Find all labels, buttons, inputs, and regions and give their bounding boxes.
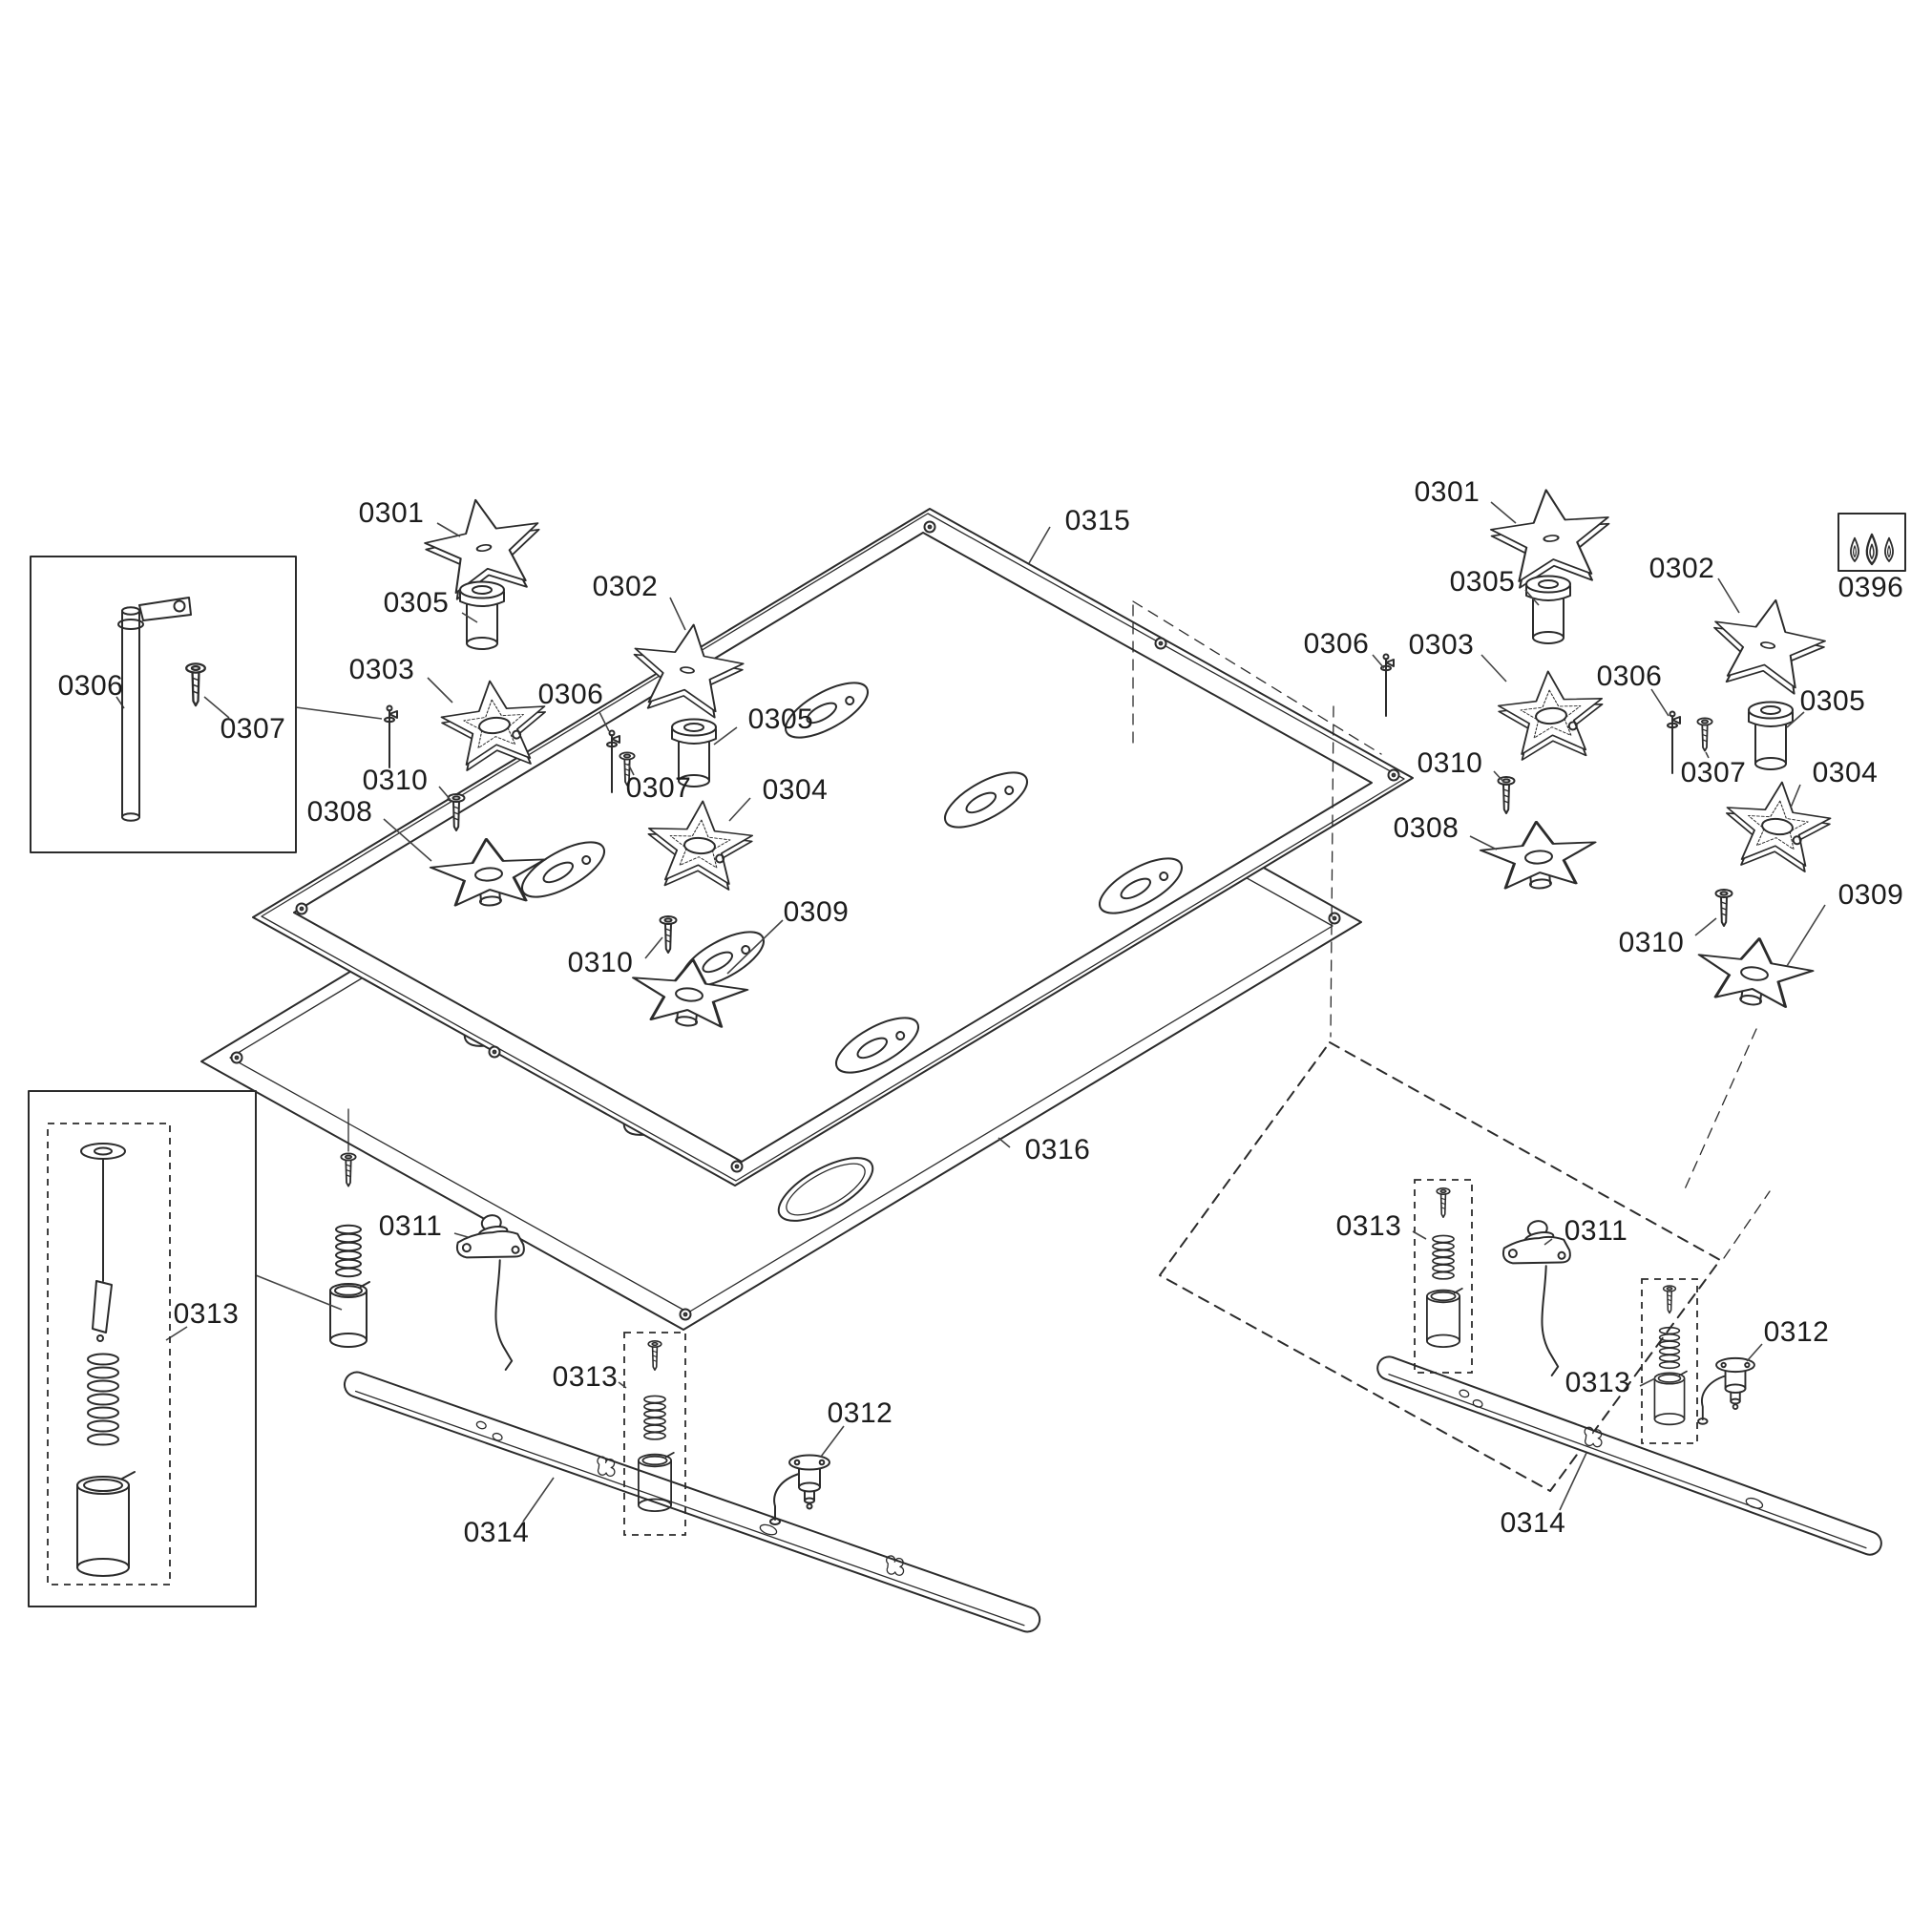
hidden-construction-lines bbox=[1132, 600, 1771, 1259]
part-label-0313-r1: 0313 bbox=[1335, 1210, 1402, 1242]
burner-rail-center bbox=[343, 1371, 1041, 1633]
part-label-0305-l2: 0305 bbox=[747, 704, 814, 735]
part-label-0303-r: 0303 bbox=[1408, 629, 1475, 661]
gas-valve-icon-right bbox=[1697, 1356, 1755, 1425]
part-label-0301-l: 0301 bbox=[358, 497, 425, 529]
part-label-0304-r: 0304 bbox=[1812, 757, 1879, 788]
part-label-0301-r: 0301 bbox=[1414, 476, 1480, 508]
igniter-assembly-center bbox=[329, 1108, 546, 1376]
spring-kit-right-b bbox=[1641, 1278, 1698, 1444]
electrode-pin-icon bbox=[384, 704, 398, 768]
spring-icon bbox=[335, 1224, 362, 1278]
part-label-0313-c: 0313 bbox=[552, 1361, 619, 1393]
part-label-0303-l: 0303 bbox=[348, 654, 415, 685]
part-label-0309-l: 0309 bbox=[783, 896, 850, 928]
part-label-0305-l1: 0305 bbox=[383, 587, 450, 619]
part-label-0310-r1: 0310 bbox=[1417, 747, 1483, 779]
part-label-0315: 0315 bbox=[1064, 505, 1131, 536]
detail-inset-electrode bbox=[30, 556, 297, 853]
part-label-0310-l1: 0310 bbox=[362, 765, 429, 796]
burner-rail-right bbox=[1376, 1355, 1882, 1556]
part-label-0314-r: 0314 bbox=[1500, 1507, 1566, 1539]
part-label-0313-r2: 0313 bbox=[1564, 1367, 1631, 1398]
part-label-0309-r: 0309 bbox=[1838, 879, 1904, 911]
part-label-0304-l: 0304 bbox=[762, 774, 829, 806]
part-label-0310-r2: 0310 bbox=[1618, 927, 1685, 958]
spring-kit-right-a bbox=[1414, 1179, 1473, 1374]
part-label-0312-c: 0312 bbox=[827, 1397, 893, 1429]
part-label-0307-i1: 0307 bbox=[220, 713, 286, 745]
part-label-0308-l: 0308 bbox=[306, 796, 373, 828]
detail-inset-spring-kit bbox=[28, 1090, 257, 1607]
part-label-0306-r2: 0306 bbox=[1596, 661, 1663, 692]
part-label-0311-r: 0311 bbox=[1564, 1215, 1628, 1247]
part-label-0305-r2: 0305 bbox=[1799, 685, 1866, 717]
hidden-sheet-outline bbox=[1159, 1041, 1721, 1492]
part-label-0311-c: 0311 bbox=[378, 1210, 443, 1242]
part-label-0308-r: 0308 bbox=[1393, 812, 1460, 844]
burner-stack-right-b bbox=[1667, 591, 1834, 1013]
part-label-0316: 0316 bbox=[1024, 1134, 1091, 1166]
leader-lines bbox=[116, 501, 1826, 1522]
part-label-0307-l: 0307 bbox=[625, 772, 692, 804]
part-label-0305-r1: 0305 bbox=[1449, 566, 1516, 598]
part-label-0307-r: 0307 bbox=[1680, 757, 1747, 788]
screw-icon bbox=[340, 1152, 357, 1187]
part-label-0306-r1: 0306 bbox=[1303, 628, 1370, 660]
part-label-0310-l2: 0310 bbox=[567, 947, 634, 978]
gas-valve-icon-center bbox=[769, 1454, 830, 1525]
bushing-cup-icon bbox=[329, 1281, 370, 1348]
gas-flame-icon bbox=[1838, 513, 1906, 572]
part-label-0312-r: 0312 bbox=[1763, 1316, 1830, 1348]
part-label-0306-l: 0306 bbox=[537, 679, 604, 710]
part-label-0314-c: 0314 bbox=[463, 1517, 530, 1548]
spring-kit-center bbox=[623, 1332, 686, 1536]
part-label-0313-i2: 0313 bbox=[173, 1298, 240, 1330]
part-label-0302-r: 0302 bbox=[1648, 553, 1715, 584]
part-label-0306-i1: 0306 bbox=[57, 670, 124, 702]
part-label-0302-l: 0302 bbox=[592, 571, 659, 602]
part-label-0396: 0396 bbox=[1838, 572, 1904, 603]
